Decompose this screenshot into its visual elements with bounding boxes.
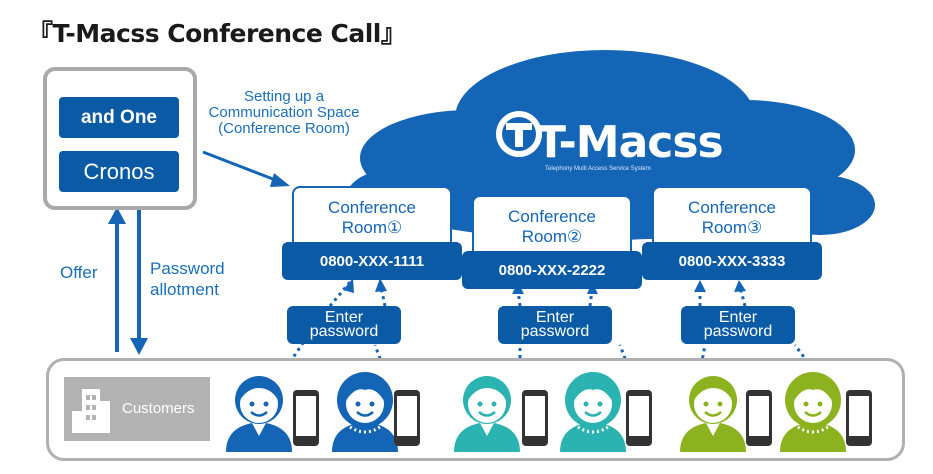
room-number: 0800-XXX-2222 [462, 251, 642, 289]
password-allotment-arrow [130, 207, 148, 355]
system-box: and One Cronos [43, 67, 197, 210]
cloud-subtitle: Telephony Multi Access Service System [545, 166, 651, 172]
person-woman-icon [560, 372, 626, 452]
t-logo-icon [496, 111, 542, 157]
person-man-icon [680, 376, 746, 452]
person-man-icon [454, 376, 520, 452]
phone-icon [626, 390, 652, 446]
phone-icon [293, 390, 319, 446]
phone-icon [846, 390, 872, 446]
person-woman-icon [780, 372, 846, 452]
cronos-button: Cronos [59, 151, 179, 192]
offer-label: Offer [60, 263, 98, 282]
offer-arrow [108, 207, 126, 352]
room-number: 0800-XXX-3333 [642, 242, 822, 280]
customer-people [226, 372, 872, 452]
phone-icon [746, 390, 772, 446]
and-one-button: and One [59, 97, 179, 138]
room-number: 0800-XXX-1111 [282, 242, 462, 280]
setup-arrow [202, 150, 290, 187]
phone-icon [394, 390, 420, 446]
person-woman-icon [332, 372, 398, 452]
setup-label: Setting up a Communication Space (Confer… [208, 88, 360, 137]
person-man-icon [226, 376, 292, 452]
building-icon [72, 389, 110, 433]
phone-icon [522, 390, 548, 446]
customers-label: Customers [122, 400, 195, 417]
page-title: 『T-Macss Conference Call』 [28, 19, 406, 48]
password-allotment-label: Password allotment [150, 259, 225, 299]
cloud-logo: T-Macss [536, 117, 724, 168]
